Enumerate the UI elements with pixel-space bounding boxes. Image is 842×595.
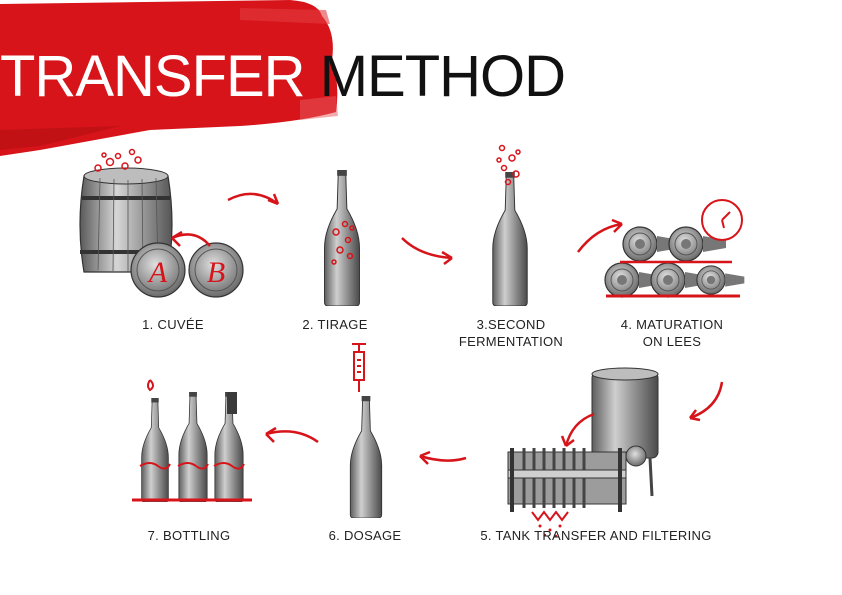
arrow-left-icon: [419, 450, 467, 465]
arrow-right-icon: [401, 237, 453, 265]
stacked-bottles-icon: [604, 226, 745, 298]
arrow-right-icon: [577, 218, 623, 253]
step-3-label: 3.SECOND FERMENTATION: [458, 317, 564, 349]
title-word-transfer: TRANSFER: [0, 44, 306, 109]
arrow-curve-icon: [560, 412, 595, 447]
title-word-method: METHOD: [319, 44, 566, 109]
step-7-label: 7. BOTTLING: [147, 528, 231, 543]
step-1-label: 1. CUVÉE: [142, 317, 204, 332]
step-4-label: 4. MATURATION ON LEES: [620, 317, 724, 349]
barrel-head-b-label: B: [207, 256, 225, 289]
tank-filter-icon: [507, 367, 659, 538]
bottles-icon: [132, 379, 252, 502]
syringe-bottle-icon: [349, 343, 383, 518]
arrow-left-icon: [265, 426, 319, 444]
page-title: TRANSFER METHOD: [0, 42, 566, 112]
step-5-label: 5. TANK TRANSFER AND FILTERING: [480, 528, 712, 543]
bottle-yeast-icon: [324, 170, 360, 306]
arrow-right-icon: [227, 192, 280, 206]
barrel-head-b-icon: [188, 242, 244, 298]
step-2-label: 2. TIRAGE: [302, 317, 368, 332]
barrel-head-a-icon: [130, 242, 186, 298]
barrel-head-a-label: A: [147, 256, 168, 289]
clock-icon: [701, 199, 743, 241]
arrow-down-icon: [689, 381, 724, 422]
bottle-bubbles-icon: [492, 144, 528, 306]
step-6-label: 6. DOSAGE: [328, 528, 402, 543]
